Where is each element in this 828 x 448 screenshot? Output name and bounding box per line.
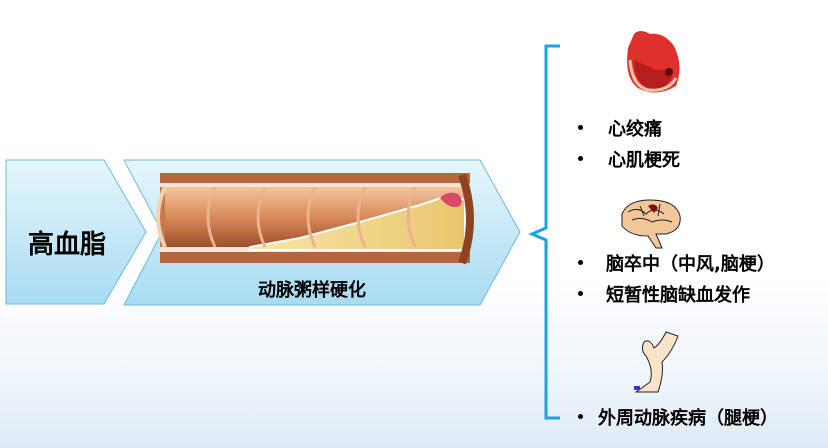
bullet (578, 125, 583, 130)
outcome-item: 心肌梗死 (608, 150, 680, 171)
heart-icon (627, 31, 680, 93)
step-atherosclerosis-label: 动脉粥样硬化 (258, 280, 366, 301)
brain-icon (621, 199, 681, 249)
bullet (578, 260, 583, 265)
brace (528, 44, 560, 420)
bullet (578, 414, 583, 419)
step-hyperlipidemia-label: 高血脂 (28, 230, 107, 260)
outcome-item: 心绞痛 (608, 119, 662, 140)
outcome-item: 脑卒中（中风,脑梗） (606, 254, 775, 275)
artery-illustration (156, 173, 474, 265)
leg-icon (634, 331, 679, 393)
outcome-item: 短暂性脑缺血发作 (606, 285, 750, 306)
bullet (578, 156, 583, 161)
chevron-hyperlipidemia (5, 159, 147, 305)
bullet (578, 291, 583, 296)
outcome-item: 外周动脉疾病（腿梗） (598, 408, 778, 429)
